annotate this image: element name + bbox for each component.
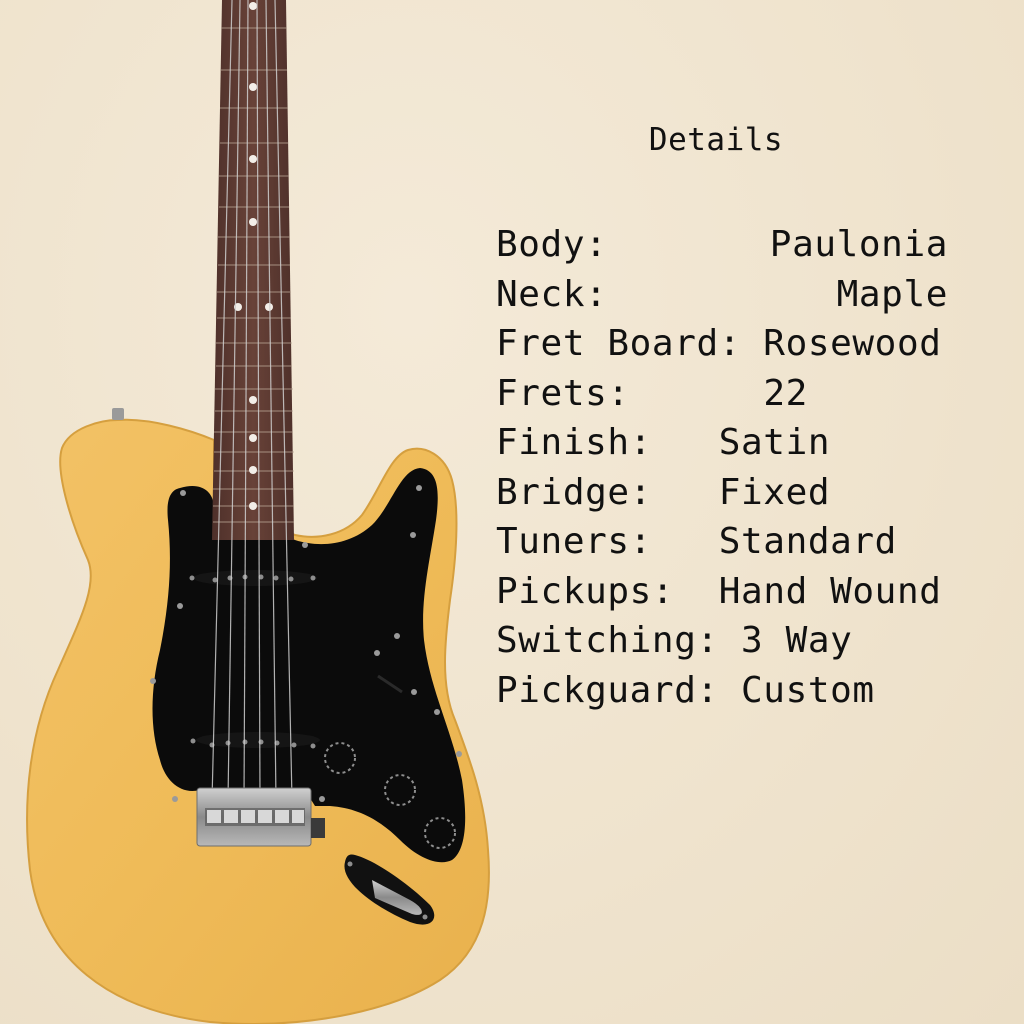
pickup-selector-switch	[377, 674, 403, 694]
spec-label: Pickups:	[496, 570, 675, 612]
spec-label: Fret Board:	[496, 323, 742, 364]
spec-row-pickups: Pickups: Hand Wound	[496, 567, 948, 617]
spec-list: Body: Paulonia Neck: Maple Fret Board: R…	[496, 220, 956, 715]
pickguard	[150, 468, 466, 863]
spec-row-body: Body: Paulonia	[496, 220, 948, 270]
spec-row-tuners: Tuners: Standard	[496, 517, 948, 567]
bridge	[196, 787, 325, 847]
spec-value: Custom	[741, 669, 875, 711]
spec-row-fret-board: Fret Board: Rosewood	[496, 319, 948, 369]
strap-button	[112, 408, 124, 420]
spec-label: Pickguard:	[496, 669, 719, 711]
spec-value: 22	[763, 372, 808, 414]
spec-value: Standard	[718, 521, 897, 562]
spec-row-bridge: Bridge: Fixed	[496, 468, 948, 518]
control-knobs	[324, 742, 456, 849]
spec-row-frets: Frets: 22	[496, 369, 948, 419]
pickups	[189, 570, 320, 749]
spec-value: Maple	[836, 273, 948, 315]
guitar-neck	[212, 0, 294, 540]
guitar-strings	[211, 0, 293, 801]
spec-row-switching: Switching: 3 Way	[496, 616, 948, 666]
details-title: Details	[648, 122, 784, 158]
spec-label: Bridge:	[496, 471, 652, 513]
output-jack	[344, 854, 435, 925]
spec-value: Hand Wound	[718, 570, 942, 612]
spec-row-neck: Neck: Maple	[496, 270, 948, 320]
spec-row-finish: Finish: Satin	[496, 418, 948, 468]
spec-label: Body:	[496, 224, 608, 265]
spec-value: Fixed	[718, 471, 831, 513]
spec-label: Neck:	[496, 273, 608, 315]
spec-label: Finish:	[496, 422, 652, 463]
spec-value: Paulonia	[769, 224, 948, 265]
spec-label: Switching:	[496, 620, 719, 661]
spec-value: Satin	[718, 422, 831, 463]
spec-row-pickguard: Pickguard: Custom	[496, 666, 948, 716]
details-panel: Details Body: Paulonia Neck: Maple Fret …	[496, 118, 956, 715]
guitar-image	[26, 0, 490, 1024]
spec-value: Rosewood	[763, 323, 942, 364]
spec-value: 3 Way	[741, 620, 853, 661]
spec-label: Tuners:	[496, 521, 652, 562]
spec-label: Frets:	[496, 372, 630, 414]
